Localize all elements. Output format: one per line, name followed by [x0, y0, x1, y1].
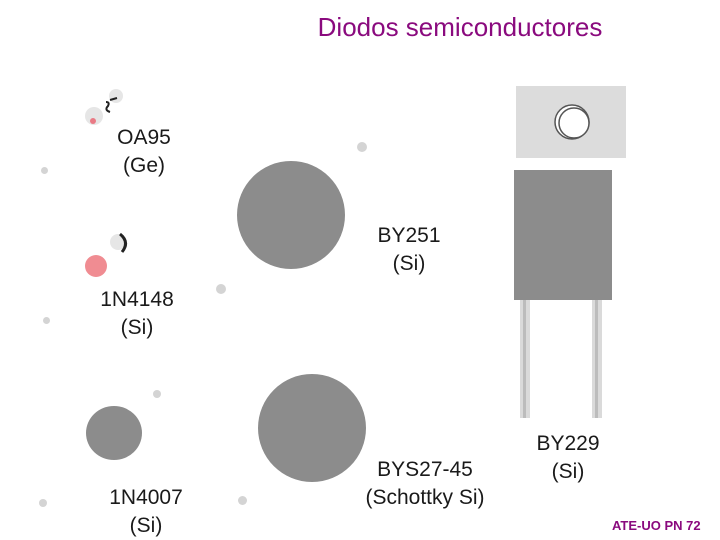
decorative-dot — [238, 496, 247, 505]
by251-diode-image — [237, 161, 345, 269]
1n4007-name: 1N4007 — [109, 486, 183, 509]
bys27-45-diode-image — [258, 374, 366, 482]
1n4007-diode-image — [86, 406, 142, 460]
decorative-dot — [216, 284, 226, 294]
1n4148-diode-image — [85, 232, 127, 277]
decorative-dot — [357, 142, 367, 152]
page-footer: ATE-UO PN 72 — [612, 518, 701, 533]
oa95-name: OA95 — [117, 126, 171, 149]
decorative-dot — [39, 499, 47, 507]
page-title: Diodos semiconductores — [317, 12, 603, 42]
by229-label: BY229 (Si) — [526, 430, 610, 486]
oa95-label: OA95 (Ge) — [104, 124, 184, 180]
decorative-dot — [153, 390, 161, 398]
by229-material: (Si) — [551, 460, 585, 483]
oa95-material: (Ge) — [123, 154, 165, 177]
decorative-dot — [41, 167, 48, 174]
1n4148-label: 1N4148 (Si) — [90, 286, 184, 342]
by251-label: BY251 (Si) — [364, 222, 454, 278]
by229-name: BY229 — [536, 432, 600, 455]
1n4148-material: (Si) — [120, 316, 154, 339]
by251-material: (Si) — [392, 252, 426, 275]
1n4007-label: 1N4007 (Si) — [96, 484, 196, 540]
by229-diode-image — [514, 86, 626, 418]
bys27-45-material: (Schottky Si) — [365, 486, 485, 509]
bys27-45-name: BYS27-45 — [377, 458, 473, 481]
1n4007-material: (Si) — [129, 514, 163, 537]
decorative-dot — [43, 317, 50, 324]
1n4148-name: 1N4148 — [100, 288, 174, 311]
oa95-diode-image — [85, 89, 123, 125]
bys27-45-label: BYS27-45 (Schottky Si) — [350, 456, 500, 512]
by251-name: BY251 — [377, 224, 441, 247]
